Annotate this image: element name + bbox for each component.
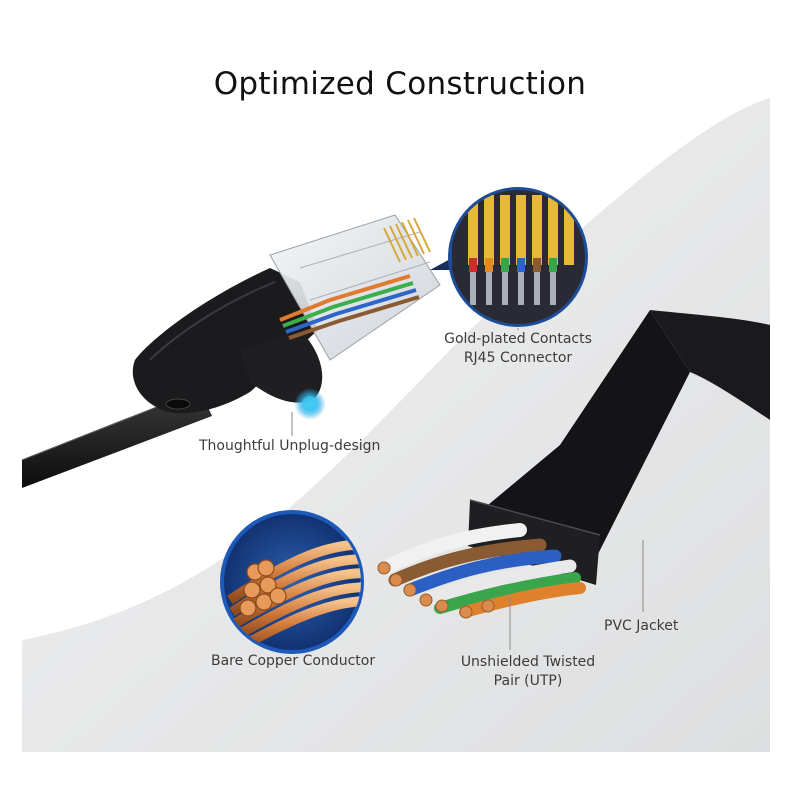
pointer-gold xyxy=(430,258,452,270)
label-rj45-connector: RJ45 Connector xyxy=(463,350,573,366)
connector-boot xyxy=(132,268,318,414)
label-gold-contacts: Gold-plated Contacts RJ45 Connector xyxy=(428,330,608,368)
copper-conductor-zoom xyxy=(220,510,364,654)
page-title: Optimized Construction xyxy=(213,66,587,102)
leader-lines xyxy=(291,328,644,650)
background-panel xyxy=(22,120,770,130)
label-bare-copper: Bare Copper Conductor xyxy=(211,653,376,669)
label-utp-line1: Unshielded Twisted xyxy=(460,654,596,670)
gold-contacts-zoom xyxy=(448,187,588,327)
label-pvc-jacket: PVC Jacket xyxy=(604,618,679,634)
label-unplug-design: Thoughtful Unplug-design xyxy=(199,438,381,454)
twisted-pairs xyxy=(377,523,586,619)
label-utp: Unshielded Twisted Pair (UTP) xyxy=(440,653,616,691)
label-utp-line2: Pair (UTP) xyxy=(493,673,563,689)
label-gold-contacts-line1: Gold-plated Contacts xyxy=(444,331,592,347)
unplug-tab xyxy=(240,330,326,420)
rj45-connector xyxy=(269,214,441,361)
